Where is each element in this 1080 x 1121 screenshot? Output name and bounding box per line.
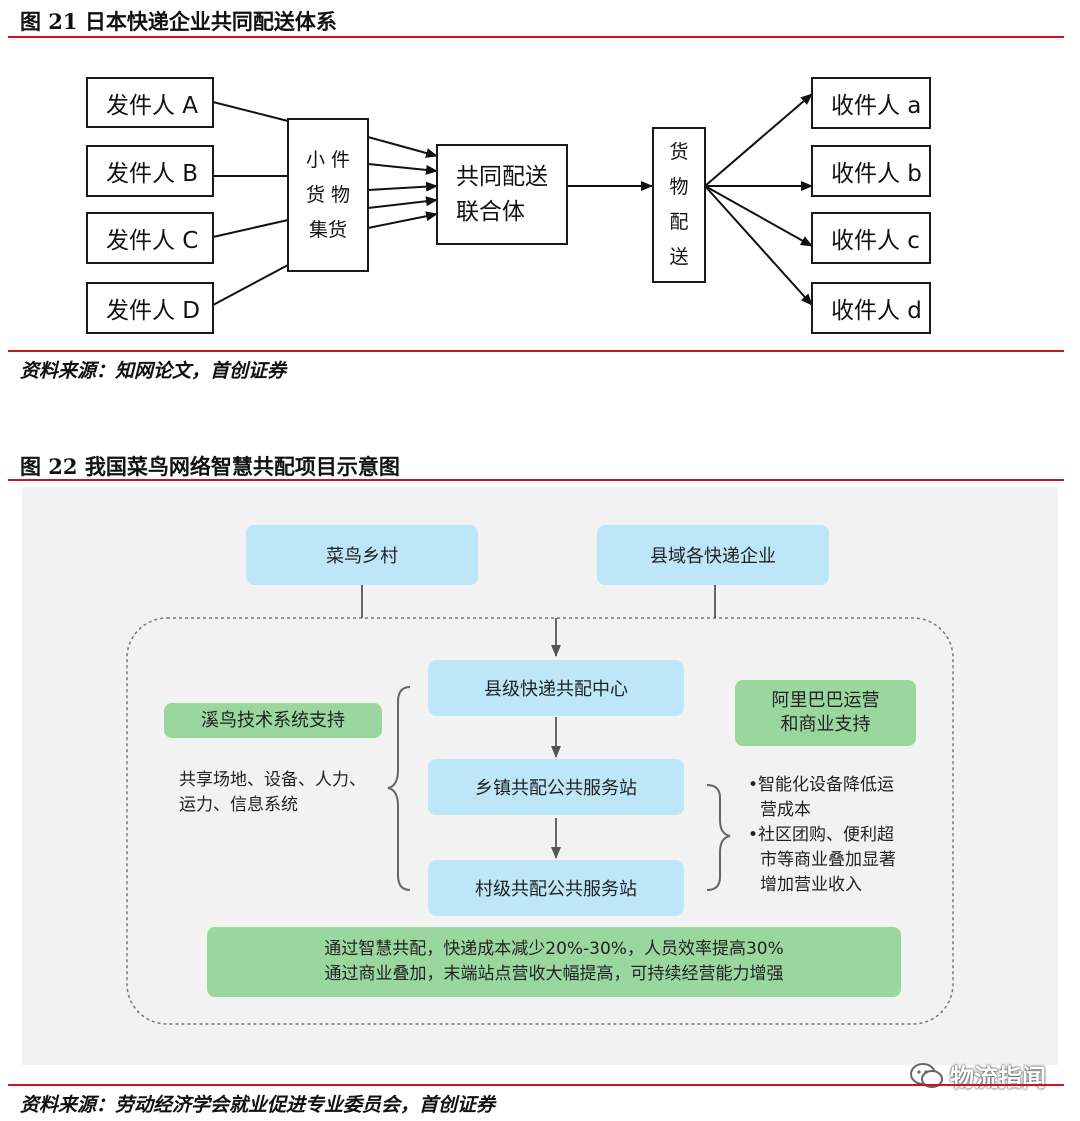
county-center-box: 县级快递共配中心 [428, 660, 684, 716]
divider-line [8, 36, 1064, 38]
consolidation-box: 小 件 货 物 集货 [287, 118, 369, 272]
figure-22-title: 图 22 我国菜鸟网络智慧共配项目示意图 [20, 454, 400, 479]
receiver-box-a: 收件人 a [811, 77, 931, 129]
connector-arrow [704, 185, 813, 247]
connector-arrow [367, 181, 438, 192]
connector-arrow [704, 93, 813, 187]
consolidation-line: 集货 [308, 218, 347, 241]
delivery-char: 配 [669, 211, 689, 233]
figure-21-title: 图 21 日本快递企业共同配送体系 [20, 9, 337, 34]
sender-box-d: 发件人 D [86, 282, 214, 334]
result-box: 通过智慧共配，快递成本减少20%-30%，人员效率提高30% 通过商业叠加，末端… [207, 927, 901, 997]
connector-line [212, 101, 289, 122]
connector-line [212, 219, 289, 238]
benefits-list: •智能化设备降低运 营成本 •社区团购、便利超 市等商业叠加显著 增加营业收入 [748, 775, 896, 895]
connector-line [212, 264, 289, 306]
shared-resources-text: 共享场地、设备、人力、 运力、信息系统 [179, 770, 366, 815]
delivery-char: 货 [669, 141, 689, 163]
divider-line [8, 350, 1064, 352]
dotted-frame [126, 617, 954, 1025]
hub-line: 共同配送 [456, 163, 548, 190]
figure-21-source: 资料来源：知网论文，首创证券 [20, 360, 287, 382]
town-station-box: 乡镇共配公共服务站 [428, 759, 684, 815]
consolidation-line: 货 物 [305, 183, 351, 206]
hub-line: 联合体 [456, 198, 525, 225]
village-station-box: 村级共配公共服务站 [428, 860, 684, 916]
watermark-text: 物流指闻 [950, 1064, 1046, 1092]
consolidation-line: 小 件 [305, 148, 351, 171]
connector-arrow [704, 185, 813, 306]
left-brace [387, 686, 411, 891]
delivery-char: 物 [669, 176, 689, 198]
receiver-box-c: 收件人 c [811, 212, 931, 264]
sender-box-b: 发件人 B [86, 145, 214, 197]
connector-arrow [367, 211, 438, 229]
receiver-box-d: 收件人 d [811, 282, 931, 334]
cainiao-rural-box: 菜鸟乡村 [246, 525, 478, 585]
county-couriers-box: 县域各快递企业 [597, 525, 829, 585]
delivery-char: 送 [669, 246, 689, 268]
divider-line [8, 1084, 1064, 1086]
alibaba-support-box: 阿里巴巴运营 和商业支持 [735, 680, 916, 746]
joint-delivery-hub-box: 共同配送 联合体 [436, 144, 568, 245]
connector-arrow [367, 196, 438, 209]
connector-arrow [367, 163, 438, 175]
sender-box-c: 发件人 C [86, 212, 214, 264]
sender-box-a: 发件人 A [86, 77, 214, 128]
figure-22-connectors [126, 585, 954, 1025]
receiver-box-b: 收件人 b [811, 145, 931, 197]
figure-22-source: 资料来源：劳动经济学会就业促进专业委员会，首创证券 [20, 1094, 496, 1116]
tech-support-box: 溪鸟技术系统支持 [164, 703, 382, 738]
connector-arrow [367, 136, 438, 158]
right-brace [706, 784, 731, 891]
wechat-icon [910, 1062, 943, 1088]
cargo-delivery-box: 货 物 配 送 [652, 127, 706, 283]
watermark: 物流指闻 [910, 1058, 1046, 1093]
divider-line [8, 479, 1064, 481]
figure-21-connectors [212, 93, 813, 306]
